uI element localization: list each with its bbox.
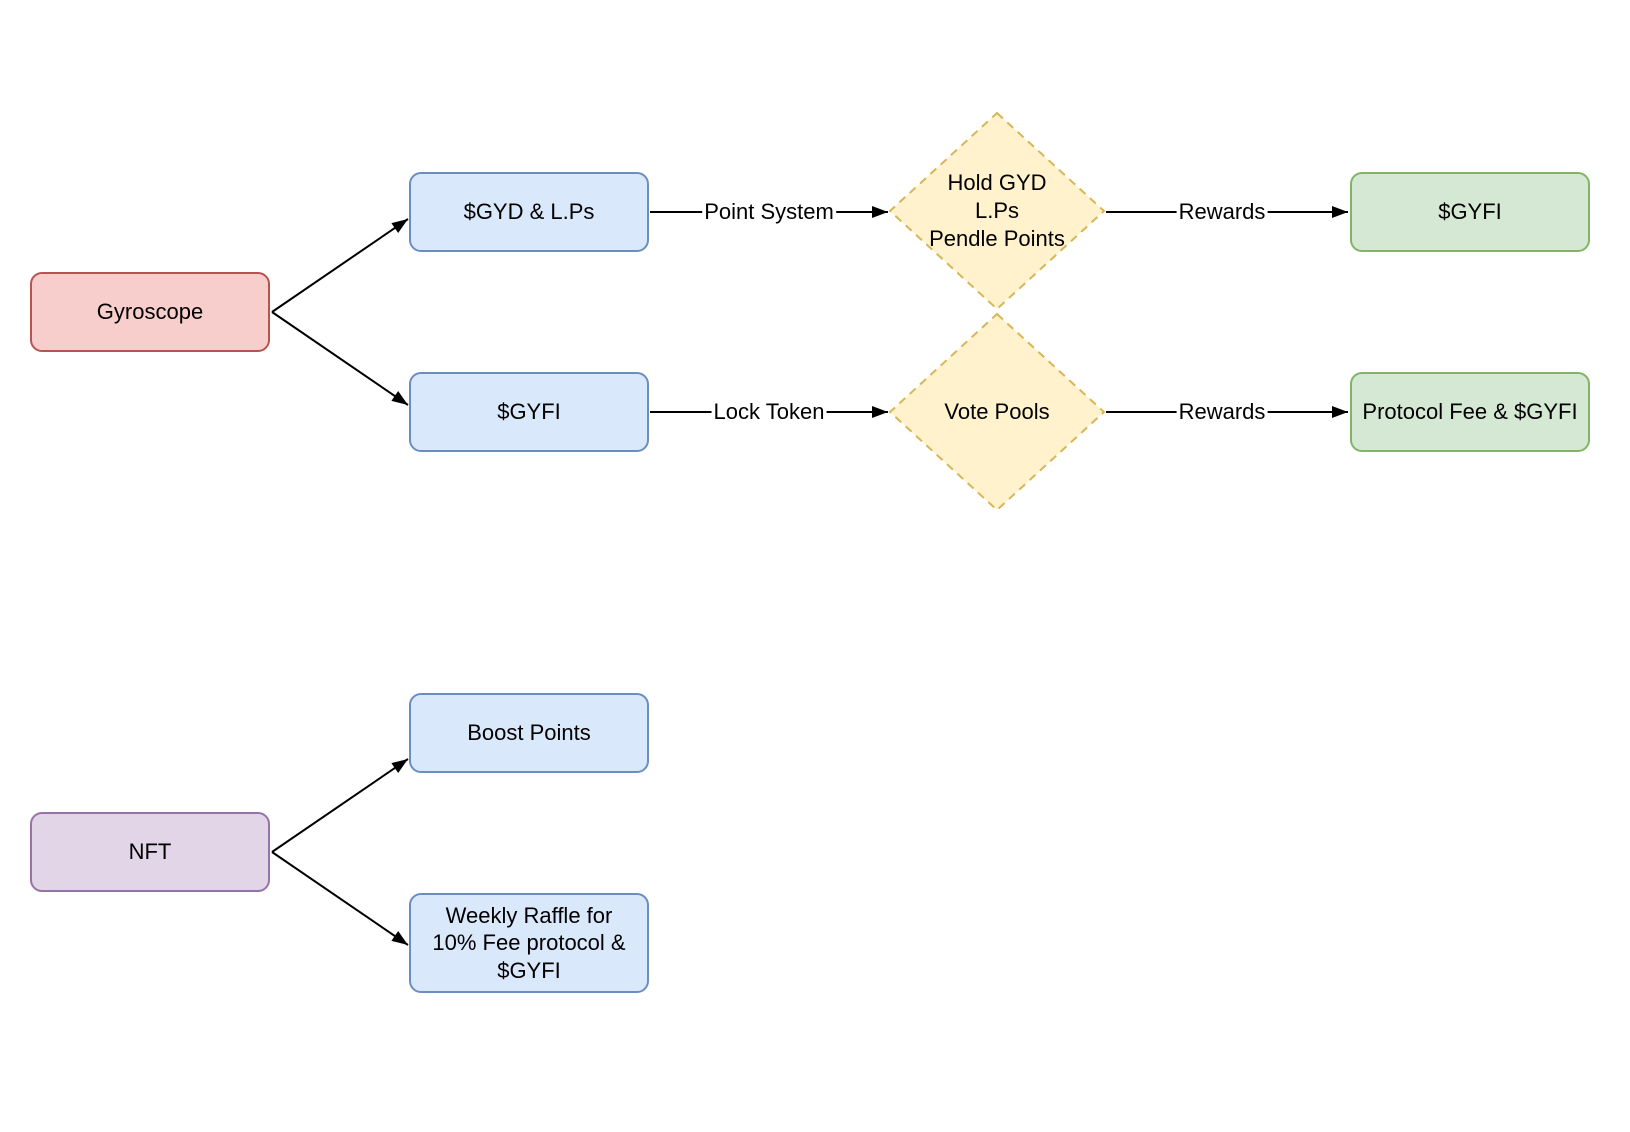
edge-gyroscope-to-gyd-lps xyxy=(271,218,409,313)
protocol-fee-node[interactable]: Protocol Fee & $GYFI xyxy=(1350,372,1590,452)
hold-gyd-diamond-label[interactable]: Hold GYD L.Ps Pendle Points xyxy=(929,170,1065,251)
edge-gyroscope-to-gyfi xyxy=(271,311,409,406)
point-system-edge-label[interactable]: Point System xyxy=(702,198,836,226)
gyfi-reward-node[interactable]: $GYFI xyxy=(1350,172,1590,252)
nft-node[interactable]: NFT xyxy=(30,812,270,892)
weekly-raffle-node[interactable]: Weekly Raffle for 10% Fee protocol & $GY… xyxy=(409,893,649,993)
gyfi-lock-node[interactable]: $GYFI xyxy=(409,372,649,452)
lock-token-edge-label[interactable]: Lock Token xyxy=(711,398,827,426)
boost-points-node[interactable]: Boost Points xyxy=(409,693,649,773)
vote-pools-diamond[interactable] xyxy=(888,312,1106,512)
rewards-top-edge-label[interactable]: Rewards xyxy=(1176,198,1268,226)
vote-pools-diamond-label[interactable]: Vote Pools xyxy=(944,399,1050,425)
gyd-lps-node[interactable]: $GYD & L.Ps xyxy=(409,172,649,252)
gyroscope-node[interactable]: Gyroscope xyxy=(30,272,270,352)
rewards-bottom-edge-label[interactable]: Rewards xyxy=(1176,398,1268,426)
hold-gyd-diamond[interactable] xyxy=(888,111,1106,311)
edge-nft-to-boost-points xyxy=(271,758,409,853)
edge-nft-to-weekly-raffle xyxy=(271,851,409,946)
